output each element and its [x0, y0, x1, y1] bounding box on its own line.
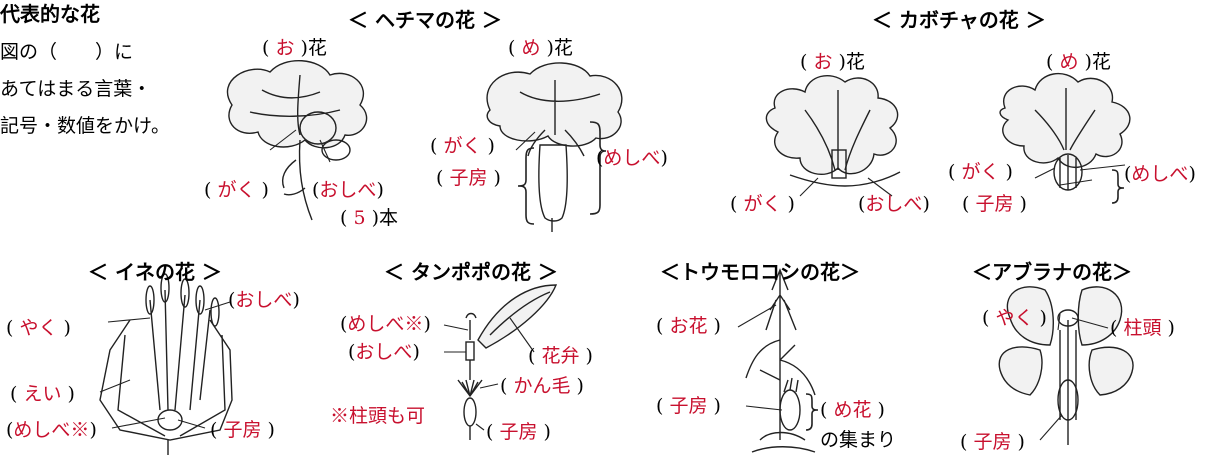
ine-meshibe-answer: めしべ※ [13, 419, 90, 441]
hechima-count-label: ( 5 )本 [340, 207, 399, 229]
kabocha-female-caption: ( め )花 [1046, 51, 1111, 73]
instruction-line-3: 記号・数値をかけ。 [0, 115, 171, 137]
aburana-chuutou-label: ( 柱頭 ) [1110, 317, 1175, 339]
kabocha-oshibe-label: (おしべ) [858, 193, 930, 215]
ine-heading: ＜ イネの花 ＞ [88, 260, 222, 284]
tanpopo-flower-drawing [457, 284, 558, 440]
hechima-oshibe-label: (おしべ) [312, 179, 384, 201]
tanpopo-meshibe-label: (めしべ※) [340, 313, 431, 335]
toumorokoshi-obana-label: ( お花 ) [656, 315, 721, 337]
toumorokoshi-obana-answer: お花 [669, 315, 708, 337]
braces [517, 121, 1125, 431]
instruction-line-2: あてはまる言葉・ [0, 78, 152, 100]
aburana-shibou-answer: 子房 [973, 431, 1012, 453]
aburana-flower-drawing [998, 286, 1134, 445]
toumorokoshi-shibou-answer: 子房 [669, 395, 708, 417]
kabocha-meshibe-label: (めしべ) [1124, 163, 1196, 185]
tanpopo-shibou-label: ( 子房 ) [486, 421, 551, 443]
tanpopo-kaben-answer: 花弁 [541, 345, 580, 367]
hechima-male-suffix: 花 [307, 37, 327, 59]
leader-lines [99, 129, 1126, 441]
toumorokoshi-group-suffix: の集まり [820, 429, 897, 451]
tanpopo-note: ※柱頭も可 [330, 405, 426, 427]
hechima-gaku-male-answer: がく [217, 179, 256, 201]
tanpopo-heading: ＜ タンポポの花 ＞ [384, 260, 558, 284]
hechima-male-answer: お [275, 37, 295, 59]
kabocha-oshibe-answer: おしべ [865, 193, 923, 215]
hechima-gaku-female-label: ( がく ) [430, 135, 495, 157]
kabocha-gaku-female-label: ( がく ) [948, 161, 1013, 183]
hechima-male-flower-drawing [226, 59, 368, 221]
kabocha-heading: ＜ カボチャの花 ＞ [872, 8, 1046, 32]
ine-ei-label: ( えい ) [10, 383, 75, 405]
hechima-male-caption: ( お )花 [262, 37, 327, 59]
kabocha-gaku-male-label: ( がく ) [730, 193, 795, 215]
hechima-heading: ＜ ヘチマの花 ＞ [348, 8, 502, 32]
hechima-shibou-label: ( 子房 ) [436, 167, 501, 189]
ine-shibou-answer: 子房 [223, 419, 262, 441]
ine-ei-answer: えい [23, 383, 62, 405]
ine-oshibe-answer: おしべ [235, 289, 293, 311]
hechima-count-suffix: 本 [379, 207, 399, 229]
hechima-female-answer: め [521, 37, 541, 59]
tanpopo-oshibe-label: (おしべ) [348, 341, 420, 363]
kabocha-female-answer: め [1059, 51, 1079, 73]
toumorokoshi-heading: ＜トウモロコシの花＞ [660, 260, 860, 284]
hechima-female-caption: ( め )花 [508, 37, 573, 59]
hechima-oshibe-answer: おしべ [319, 179, 377, 201]
hechima-female-flower-drawing [486, 62, 623, 232]
ine-flower-drawing [99, 273, 233, 455]
toumorokoshi-mebana-label: ( め花 ) [820, 399, 885, 421]
hechima-meshibe-label: (めしべ) [596, 147, 668, 169]
kabocha-male-caption: ( お )花 [800, 51, 865, 73]
hechima-gaku-male-label: ( がく ) [204, 179, 269, 201]
aburana-heading: ＜アブラナの花＞ [972, 260, 1132, 284]
kabocha-male-answer: お [813, 51, 833, 73]
toumorokoshi-mebana-answer: め花 [833, 399, 872, 421]
kabocha-shibou-answer: 子房 [975, 193, 1014, 215]
hechima-female-suffix: 花 [553, 37, 573, 59]
kabocha-shibou-label: ( 子房 ) [962, 193, 1027, 215]
hechima-gaku-female-answer: がく [443, 135, 482, 157]
ine-shibou-label: ( 子房 ) [210, 419, 275, 441]
toumorokoshi-drawing [745, 268, 816, 453]
kabocha-gaku-female-answer: がく [961, 161, 1000, 183]
ine-oshibe-label: (おしべ) [228, 289, 300, 311]
tanpopo-meshibe-answer: めしべ※ [347, 313, 424, 335]
kabocha-male-flower-drawing [765, 74, 901, 187]
aburana-shibou-label: ( 子房 ) [960, 431, 1025, 453]
ine-yaku-label: ( やく ) [6, 317, 71, 339]
ine-yaku-answer: やく [19, 317, 58, 339]
toumorokoshi-shibou-label: ( 子房 ) [656, 395, 721, 417]
hechima-count-answer: 5 [353, 207, 366, 229]
tanpopo-kanmou-answer: かん毛 [513, 375, 571, 397]
hechima-shibou-answer: 子房 [449, 167, 488, 189]
page-title: 代表的な花 [0, 2, 100, 26]
instruction-line-1: 図の（ ）に [0, 41, 134, 63]
tanpopo-shibou-answer: 子房 [499, 421, 538, 443]
kabocha-gaku-male-answer: がく [743, 193, 782, 215]
hechima-meshibe-answer: めしべ [603, 147, 661, 169]
kabocha-female-flower-drawing [999, 72, 1131, 191]
aburana-yaku-answer: やく [995, 307, 1034, 329]
aburana-chuutou-answer: 柱頭 [1123, 317, 1162, 339]
tanpopo-oshibe-answer: おしべ [355, 341, 413, 363]
tanpopo-kanmou-label: ( かん毛 ) [500, 375, 584, 397]
kabocha-meshibe-answer: めしべ [1131, 163, 1189, 185]
aburana-yaku-label: ( やく ) [982, 307, 1047, 329]
kabocha-female-suffix: 花 [1091, 51, 1111, 73]
tanpopo-kaben-label: ( 花弁 ) [528, 345, 593, 367]
kabocha-male-suffix: 花 [845, 51, 865, 73]
ine-meshibe-label: (めしべ※) [6, 419, 97, 441]
